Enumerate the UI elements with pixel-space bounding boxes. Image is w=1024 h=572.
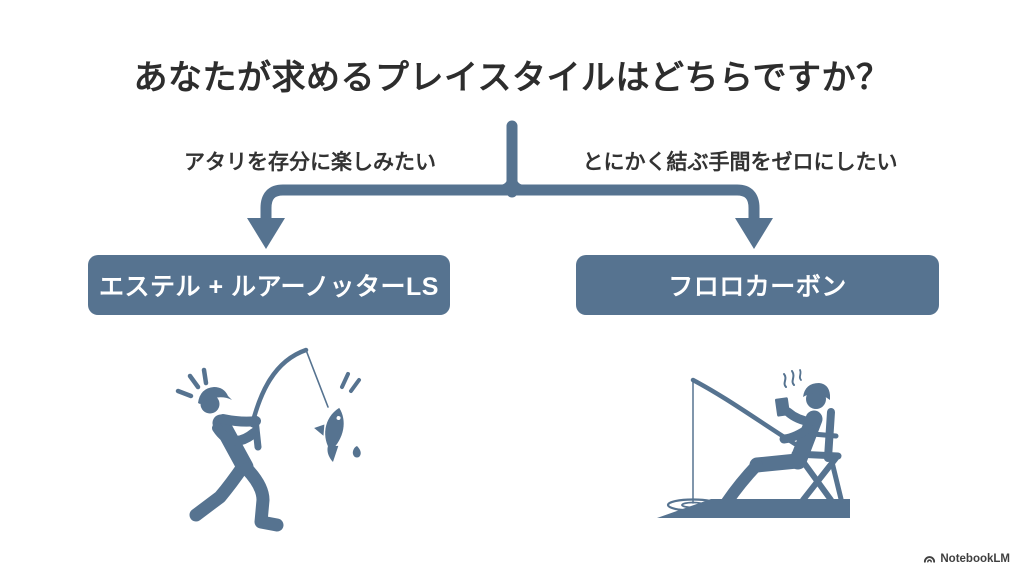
fish-icon xyxy=(314,407,344,463)
connector-fillet-left xyxy=(495,175,517,195)
fishing-rod xyxy=(249,347,309,428)
chair-rear-leg xyxy=(828,455,844,502)
connector-fillet-right xyxy=(507,175,529,195)
notebooklm-label: NotebookLM xyxy=(940,552,1010,565)
connector-bar xyxy=(260,184,760,221)
arrow-down-left-icon xyxy=(247,218,285,249)
angler-arm-upper xyxy=(218,414,261,427)
cup-icon xyxy=(774,397,790,417)
rod-grip xyxy=(251,415,262,451)
diagram-title: あなたが求めるプレイスタイルはどちらですか？ xyxy=(133,59,891,97)
option-box-fluorocarbon: フロロカーボン xyxy=(576,255,939,315)
cap-icon xyxy=(198,387,232,404)
water-droplet-icon xyxy=(352,446,361,458)
excited-angler-illustration xyxy=(175,347,361,532)
notebooklm-watermark: NotebookLM xyxy=(923,552,1010,565)
relaxed-angler-illustration xyxy=(657,369,850,518)
notebooklm-logo-icon xyxy=(924,556,936,563)
angler-front-leg xyxy=(240,462,284,532)
branch-condition-right: とにかく結ぶ手間をゼロにしたい xyxy=(582,151,898,174)
fishing-line xyxy=(305,349,329,408)
angler-arm-lower xyxy=(212,423,259,446)
angler-thigh xyxy=(749,453,805,473)
branch-connector xyxy=(247,120,773,249)
excitement-marks-head-icon xyxy=(175,367,209,399)
cap-icon xyxy=(803,383,830,400)
option-box-ester-knotter: エステル + ルアーノッターLS xyxy=(88,255,450,315)
angler-arm-rod xyxy=(779,423,814,444)
branch-condition-left: アタリを存分に楽しみたい xyxy=(184,151,436,174)
angler-shin xyxy=(721,459,763,508)
angler-back-leg xyxy=(189,458,251,522)
arrow-down-right-icon xyxy=(735,218,773,249)
steam-icon xyxy=(783,369,802,388)
excitement-marks-fish-icon xyxy=(340,372,361,393)
shore-ground xyxy=(657,499,850,518)
